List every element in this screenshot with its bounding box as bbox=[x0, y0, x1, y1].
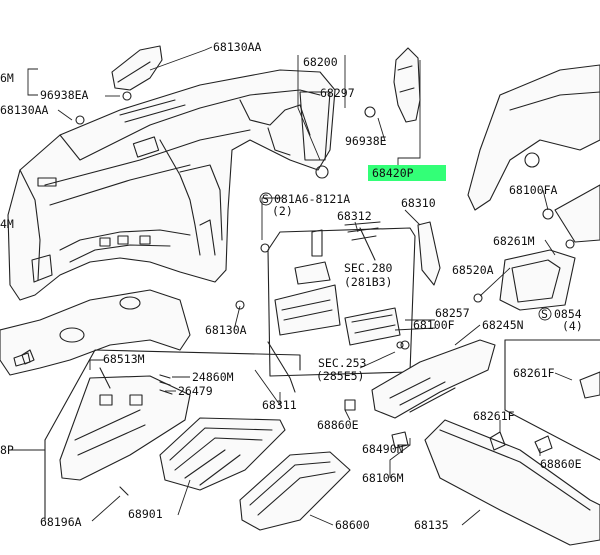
part-label: 96938EA bbox=[40, 88, 89, 102]
part-label: 081A6-8121A bbox=[274, 192, 350, 206]
part-label: 68311 bbox=[262, 398, 297, 412]
part-label: 68130AA bbox=[213, 40, 262, 54]
part-label: 68196A bbox=[40, 515, 82, 529]
part-label: 8P bbox=[0, 443, 14, 457]
screw-symbol-letter: S bbox=[541, 307, 548, 321]
part-label: 68901 bbox=[128, 507, 163, 521]
part-label: 68520A bbox=[452, 263, 494, 277]
section-label: SEC.253 bbox=[318, 356, 367, 370]
vent-68310 bbox=[417, 221, 441, 286]
center-stack-bracket bbox=[267, 221, 416, 377]
bracket-68297 bbox=[299, 91, 331, 179]
section-label: (285E5) bbox=[316, 369, 364, 383]
part-label: 68100FA bbox=[509, 183, 558, 197]
highlight-box bbox=[368, 165, 446, 181]
right-upper-panel bbox=[467, 64, 600, 243]
instrument-panel-assembly bbox=[0, 69, 336, 376]
part-label: 68257 bbox=[435, 306, 470, 320]
part-label: 6M bbox=[0, 71, 14, 85]
part-label: 68312 bbox=[337, 209, 372, 223]
part-label: 68310 bbox=[401, 196, 436, 210]
part-label: 0854 bbox=[554, 307, 582, 321]
part-label: 68860E bbox=[540, 457, 582, 471]
part-label: 24860M bbox=[192, 370, 234, 384]
part-label: 68106M bbox=[362, 471, 404, 485]
part-label: 68135 bbox=[414, 518, 449, 532]
part-label: 96938E bbox=[345, 134, 387, 148]
part-label: 68600 bbox=[335, 518, 370, 532]
part-labels: 6M 68130AA 68200 96938EA 68297 68130AA 9… bbox=[0, 40, 583, 532]
part-label: 68261F bbox=[473, 409, 515, 423]
leader-lines bbox=[8, 46, 573, 526]
console-finisher-68135 bbox=[424, 339, 600, 546]
glove-box-lid-68600 bbox=[239, 451, 351, 531]
screw-symbol-icon bbox=[259, 192, 273, 206]
part-label: 68130A bbox=[205, 323, 247, 337]
part-label: 68513M bbox=[103, 352, 145, 366]
part-label: (4) bbox=[562, 319, 583, 333]
section-label: (281B3) bbox=[344, 275, 392, 289]
top-cover-piece bbox=[111, 45, 163, 101]
part-label: 26479 bbox=[178, 384, 213, 398]
part-label: 68860E bbox=[317, 418, 359, 432]
part-label: (2) bbox=[272, 204, 293, 218]
screw-symbol-icon bbox=[538, 307, 552, 321]
section-label: SEC.280 bbox=[344, 261, 393, 275]
cluster-lid-68420p bbox=[364, 47, 421, 123]
lower-support-68245n bbox=[371, 339, 496, 419]
part-label: 68130AA bbox=[0, 103, 49, 117]
part-label: 68261M bbox=[493, 234, 535, 248]
part-label-highlighted: 68420P bbox=[372, 166, 414, 180]
glove-box-outer-frame bbox=[44, 349, 301, 521]
part-label: 68297 bbox=[320, 86, 355, 100]
display-housing-68261m bbox=[473, 239, 576, 311]
part-label: 68200 bbox=[303, 55, 338, 69]
part-label: 68261F bbox=[513, 366, 555, 380]
part-label: 68100F bbox=[413, 318, 455, 332]
part-label: 4M bbox=[0, 217, 14, 231]
glove-box-inner-68901 bbox=[159, 417, 286, 491]
screw-symbol-letter: S bbox=[262, 192, 269, 206]
clips-and-fasteners bbox=[21, 115, 409, 496]
part-label: 68490N bbox=[362, 442, 404, 456]
part-label: 68245N bbox=[482, 318, 524, 332]
